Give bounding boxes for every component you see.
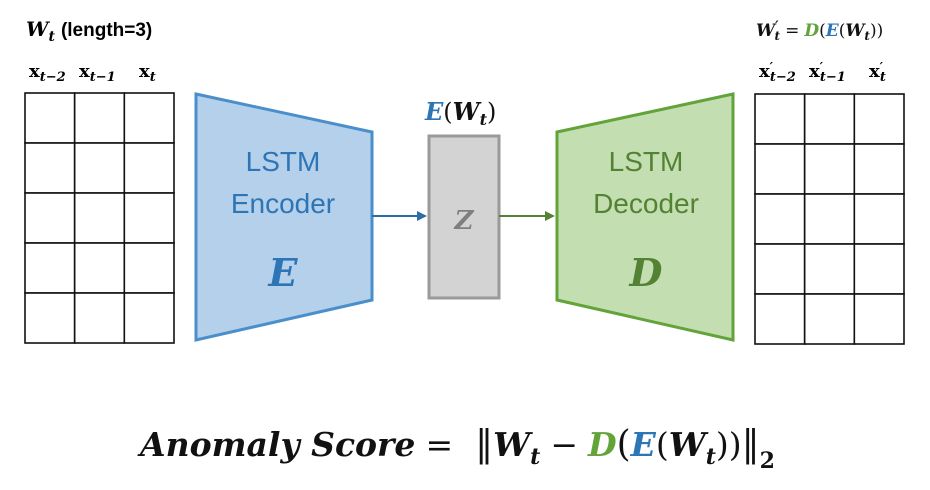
grid-cell [803,293,856,345]
latent-label-subscript: t [480,110,488,129]
output-column-label: x′t [869,60,886,85]
input-column-label: xt−2 [29,61,66,85]
latent-label-close-paren: ) [487,98,496,126]
grid-cell [123,142,175,194]
latent-label-w: W [453,97,482,126]
latent-label: E(Wt) [424,97,496,129]
grid-cell [754,143,806,195]
latent-box [427,134,501,300]
decoder-trapezoid [555,92,735,342]
output-w-prime: ′ [775,19,779,34]
output-column-labels: x′t−2 x′t−1 x′t [759,60,886,85]
latent-symbol: Z [454,206,475,236]
grid-cell [803,93,856,145]
input-column-label: xt−1 [79,61,116,85]
grid-cell [853,193,905,245]
encoder-label-line1: LSTM [246,146,321,177]
grid-cell [803,143,856,195]
anomaly-score-e: E [630,425,657,464]
output-equals: = [785,21,799,41]
grid-cell [123,242,175,294]
grid-cell [24,292,76,344]
grid-cell [853,243,905,295]
input-column-label: xt [139,61,156,85]
norm-close-bars: ‖ [742,424,760,465]
decoder-symbol: D [629,250,663,295]
output-column-label: x′t−1 [809,60,846,85]
output-window-grid [754,93,905,345]
input-window-grid [24,92,175,344]
grid-cell [73,192,126,244]
grid-cell [754,243,806,295]
grid-cell [853,143,905,195]
grid-cell [754,93,806,145]
output-column-label: x′t−2 [759,60,796,85]
output-d-symbol: D [803,21,819,41]
output-inner-subscript: t [864,29,870,43]
grid-cell [123,92,175,144]
anomaly-score-w-subscript: t [530,444,540,470]
encoder-trapezoid [194,92,374,342]
output-e-symbol: E [825,21,840,41]
latent-label-open-paren: ( [443,98,452,126]
decoder-label-line1: LSTM [609,146,684,177]
encoder-label-line2: Encoder [231,188,335,219]
input-column-labels: xt−2 xt−1 xt [29,61,156,85]
anomaly-score-norm-subscript: 2 [760,448,775,474]
grid-cell [754,193,806,245]
input-window-symbol: W [26,17,51,41]
anomaly-score-equals: = [425,425,453,464]
grid-cell [123,192,175,244]
anomaly-score-w: W [493,425,533,464]
norm-open-bars: ‖ [475,424,493,465]
decoder-label-line2: Decoder [593,188,699,219]
output-w-symbol: W [756,21,777,41]
input-window-title: Wt (length=3) [26,17,152,45]
anomaly-score-label: Anomaly Score [137,425,415,464]
grid-cell [24,142,76,194]
grid-cell [853,93,905,145]
output-w-subscript: t [775,29,781,43]
anomaly-score-inner-w: W [669,425,709,464]
latent-label-e: E [424,97,444,126]
anomaly-score-minus: − [550,425,578,464]
grid-cell [73,142,126,194]
anomaly-score-d: D [587,425,617,464]
input-window-subscript: t [48,29,55,45]
grid-cell [24,92,76,144]
grid-cell [73,242,126,294]
grid-cell [24,192,76,244]
grid-cell [754,293,806,345]
anomaly-score-inner-subscript: t [706,444,716,470]
input-length-note: (length=3) [61,20,152,41]
encoder-symbol: E [268,250,299,295]
grid-cell [853,293,905,345]
grid-cell [123,292,175,344]
output-window-title: W′t=D(E(Wt)) [756,19,883,43]
output-inner-w: W [845,21,866,41]
grid-cell [73,92,126,144]
anomaly-score-equation: Anomaly Score=‖Wt−D(E(Wt))‖2 [137,424,775,474]
grid-cell [803,243,856,295]
grid-cell [803,193,856,245]
grid-cell [73,292,126,344]
grid-cell [24,242,76,294]
